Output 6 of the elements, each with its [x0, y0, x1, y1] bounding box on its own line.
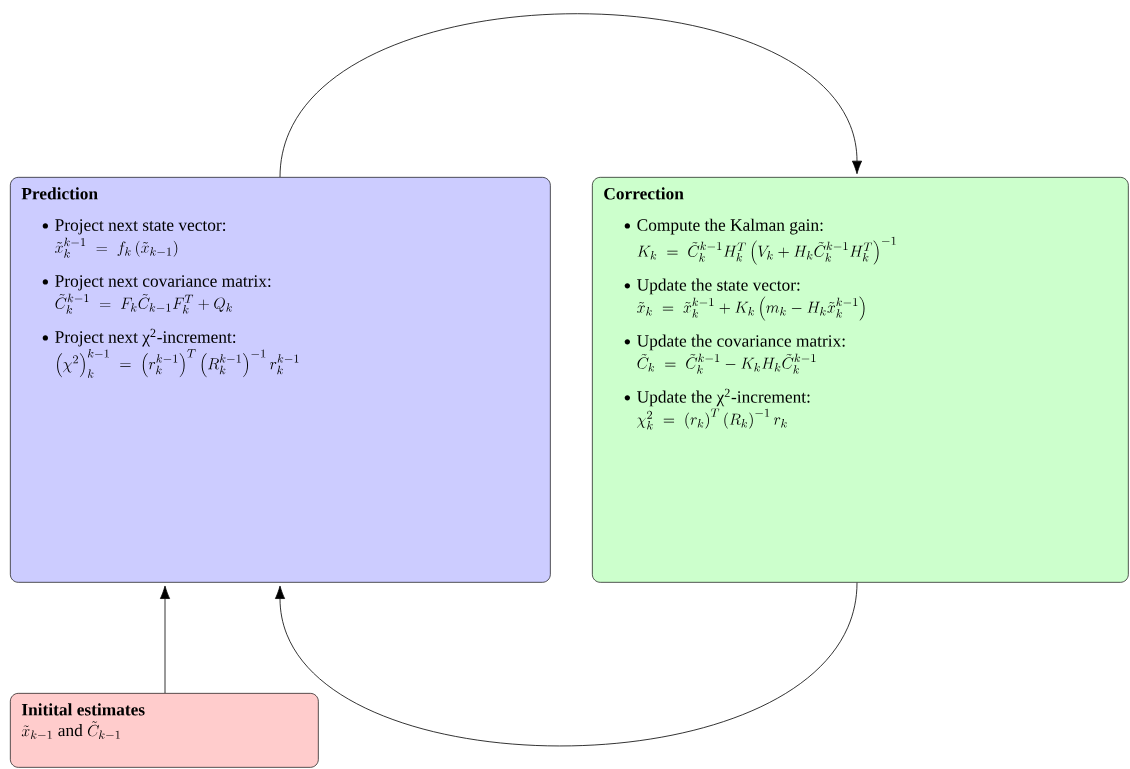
- arrow: [279, 13, 863, 178]
- process-box: Correction Compute the Kalman gain: $K_k \;=\; \tilde{C}_k^{k-1} H_k^T \left(V_k + H_k \tilde{C}_k^{k-1} H_k^T\right)^{-1}$ Update the state vector: $\tilde{x}_k \;=\; \tilde{x}_k^{k-1} + K_k\left(m_k - H_k \tilde{x}_k^{k-1}\right)$ Update the covariance matrix: $\tilde{C}_k \;=\; \tilde{C}_k^{k-1} - K_k H_k \tilde{C}_k^{k-1}$ Update the χ$^{2}$-increment: $\chi^2_k \;=\; \left(r_k\right)^T \left(R_k\right)^{-1} r_k$: [592, 177, 1129, 583]
- arrow: [159, 585, 171, 694]
- process-box: Initital estimates $\tilde{x}_{k-1} \mbox{ and } \tilde{C}_{k-1}$: [10, 693, 319, 768]
- arrow: [274, 582, 858, 747]
- process-box: Prediction Project next state vector: $\tilde{x}_k^{k-1} \;=\; f_k\left(\tilde{x}_{k-1}\right)$ Project next covariance matrix: $\tilde{C}_k^{k-1} \;=\; F_k \tilde{C}_{k-1} F_k^T + Q_k$ Project next χ$^{2}$-increment: $\left(\chi^2\right)_k^{k-1} \;=\; \left(r_k^{k-1}\right)^T \left(R_k^{k-1}\right)^{-1} r_k^{k-1}$: [10, 177, 551, 583]
